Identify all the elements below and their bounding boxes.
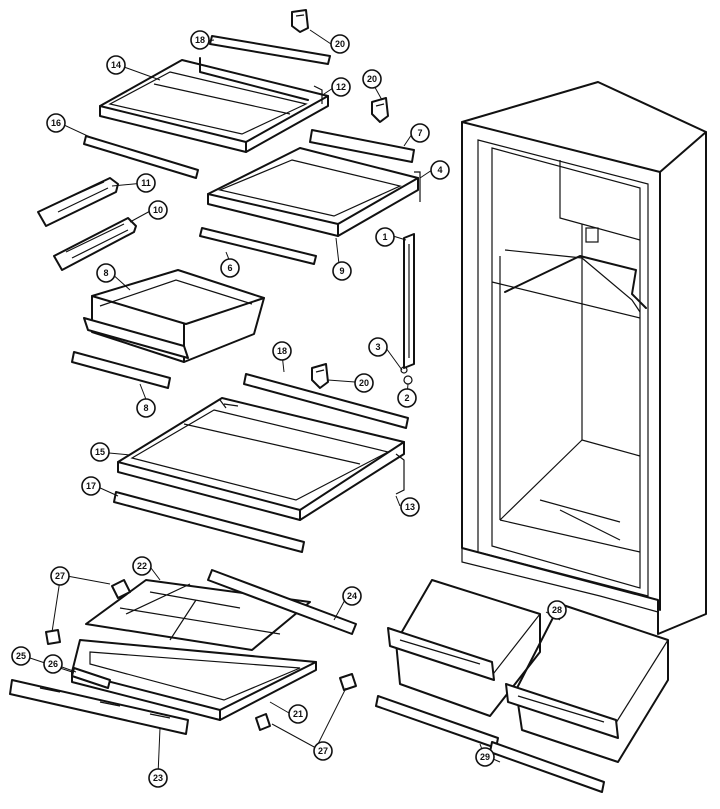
callout-6: 6 <box>220 258 240 278</box>
callout-26: 26 <box>43 654 63 674</box>
callout-label: 16 <box>51 118 61 128</box>
callout-13: 13 <box>400 497 420 517</box>
callout-12: 12 <box>331 77 351 97</box>
callout-label: 7 <box>417 128 422 138</box>
callout-label: 20 <box>335 39 345 49</box>
shelf-clip-20b <box>371 97 389 123</box>
crisper-pan-rail-left <box>375 695 499 749</box>
callout-label: 27 <box>318 746 328 756</box>
shelf-trim-7 <box>309 129 415 163</box>
callout-label: 22 <box>137 561 147 571</box>
callout-label: 17 <box>86 481 96 491</box>
callout-label: 4 <box>437 165 442 175</box>
refrigerator-cabinet <box>461 81 707 635</box>
crisper-pan-right <box>505 603 669 763</box>
callout-16: 16 <box>46 113 66 133</box>
crisper-frame-trim-26 <box>71 667 111 689</box>
callout-3: 3 <box>368 337 388 357</box>
callout-11: 11 <box>136 173 156 193</box>
callout-7: 7 <box>410 123 430 143</box>
callout-label: 11 <box>141 178 151 188</box>
callout-9: 9 <box>332 261 352 281</box>
drawer-front-trim <box>71 351 171 389</box>
callout-label: 29 <box>480 752 490 762</box>
callout-1: 1 <box>375 227 395 247</box>
callout-label: 21 <box>293 709 303 719</box>
callout-label: 3 <box>375 342 380 352</box>
callout-20-top: 20 <box>330 34 350 54</box>
top-shelf-trim <box>209 35 331 65</box>
callout-label: 8 <box>103 268 108 278</box>
callout-label: 18 <box>277 346 287 356</box>
callout-10: 10 <box>148 200 168 220</box>
large-shelf-front-trim <box>113 491 305 553</box>
callout-label: 14 <box>111 60 121 70</box>
cover-support-clip-right <box>339 673 357 691</box>
large-shelf <box>117 397 405 521</box>
callout-18-top: 18 <box>190 30 210 50</box>
shelf-front-trim <box>83 135 199 179</box>
middle-shelf <box>207 147 421 237</box>
shelf-support-bracket-10 <box>53 217 137 271</box>
callout-20-mid: 20 <box>362 69 382 89</box>
callout-label: 27 <box>55 571 65 581</box>
callout-label: 10 <box>153 205 163 215</box>
large-shelf-trim-18 <box>243 373 409 429</box>
crisper-pan-rail-right <box>489 741 605 793</box>
callout-label: 20 <box>359 378 369 388</box>
callout-27-top: 27 <box>50 566 70 586</box>
callout-23: 23 <box>148 768 168 788</box>
callout-18-mid: 18 <box>272 341 292 361</box>
cover-support-clip-bottom <box>255 713 271 731</box>
callout-label: 15 <box>95 447 105 457</box>
callout-label: 26 <box>48 659 58 669</box>
callout-14: 14 <box>106 55 126 75</box>
callout-label: 28 <box>552 605 562 615</box>
callout-2: 2 <box>397 388 417 408</box>
callout-28: 28 <box>547 600 567 620</box>
callout-22: 22 <box>132 556 152 576</box>
shelf-clip-20c <box>311 363 329 389</box>
callout-label: 12 <box>336 82 346 92</box>
callout-21: 21 <box>288 704 308 724</box>
callout-8-drawer: 8 <box>96 263 116 283</box>
meat-drawer <box>83 269 265 363</box>
callout-label: 20 <box>367 74 377 84</box>
callout-label: 9 <box>339 266 344 276</box>
callout-label: 18 <box>195 35 205 45</box>
callout-label: 8 <box>143 403 148 413</box>
callout-label: 25 <box>16 651 26 661</box>
callout-8-trim: 8 <box>136 398 156 418</box>
callout-label: 24 <box>347 591 357 601</box>
top-shelf <box>99 57 329 153</box>
callout-24: 24 <box>342 586 362 606</box>
shelf-support-bracket-11 <box>37 177 119 227</box>
cover-support-clip-left-bottom <box>45 629 61 645</box>
callout-15: 15 <box>90 442 110 462</box>
callout-label: 1 <box>382 232 387 242</box>
cover-rear-trim <box>207 569 357 635</box>
lower-front-panel <box>9 679 189 735</box>
callout-label: 6 <box>227 263 232 273</box>
callout-20-low: 20 <box>354 373 374 393</box>
shelf-trim-6 <box>199 227 317 265</box>
callout-4: 4 <box>430 160 450 180</box>
crisper-frame <box>71 639 317 721</box>
callout-label: 13 <box>405 502 415 512</box>
callout-label: 2 <box>404 393 409 403</box>
top-shelf-clip <box>291 9 309 33</box>
vertical-support-rail <box>400 233 415 385</box>
callout-27-bottom: 27 <box>313 741 333 761</box>
callout-25: 25 <box>11 646 31 666</box>
cover-support-clip-left-top <box>111 579 131 599</box>
callout-label: 23 <box>153 773 163 783</box>
callout-17: 17 <box>81 476 101 496</box>
crisper-pan-left <box>387 579 541 717</box>
callout-29: 29 <box>475 747 495 767</box>
